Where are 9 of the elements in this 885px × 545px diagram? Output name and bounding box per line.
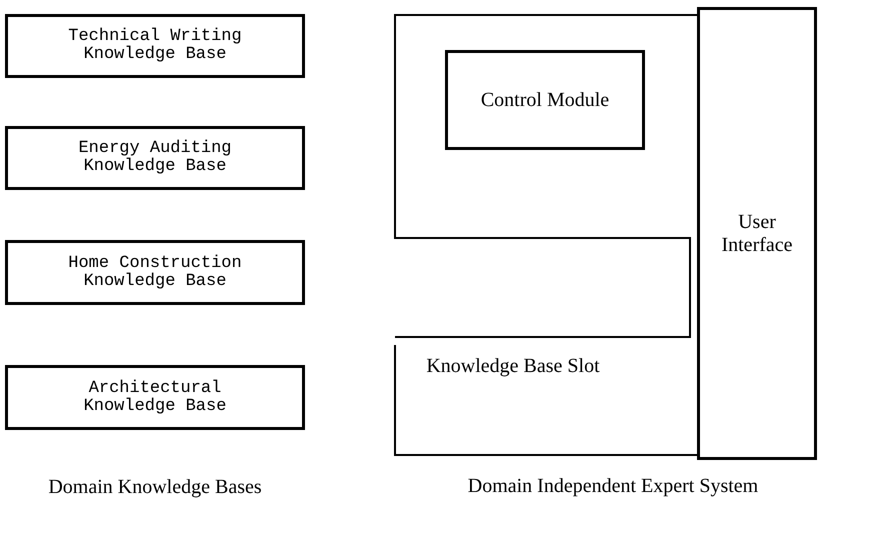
slot-label: Knowledge Base Slot (413, 355, 613, 415)
knowledge-base-box: Technical Writing Knowledge Base (5, 14, 305, 78)
knowledge-base-box: Architectural Knowledge Base (5, 365, 305, 430)
group-caption: Domain Knowledge Bases (47, 475, 263, 499)
knowledge-base-box: Energy Auditing Knowledge Base (5, 126, 305, 190)
interface-box: User Interface (697, 7, 817, 460)
system-caption: Domain Independent Expert System (466, 475, 760, 498)
knowledge-base-box: Home Construction Knowledge Base (5, 240, 305, 305)
module-box: Control Module (445, 50, 645, 150)
